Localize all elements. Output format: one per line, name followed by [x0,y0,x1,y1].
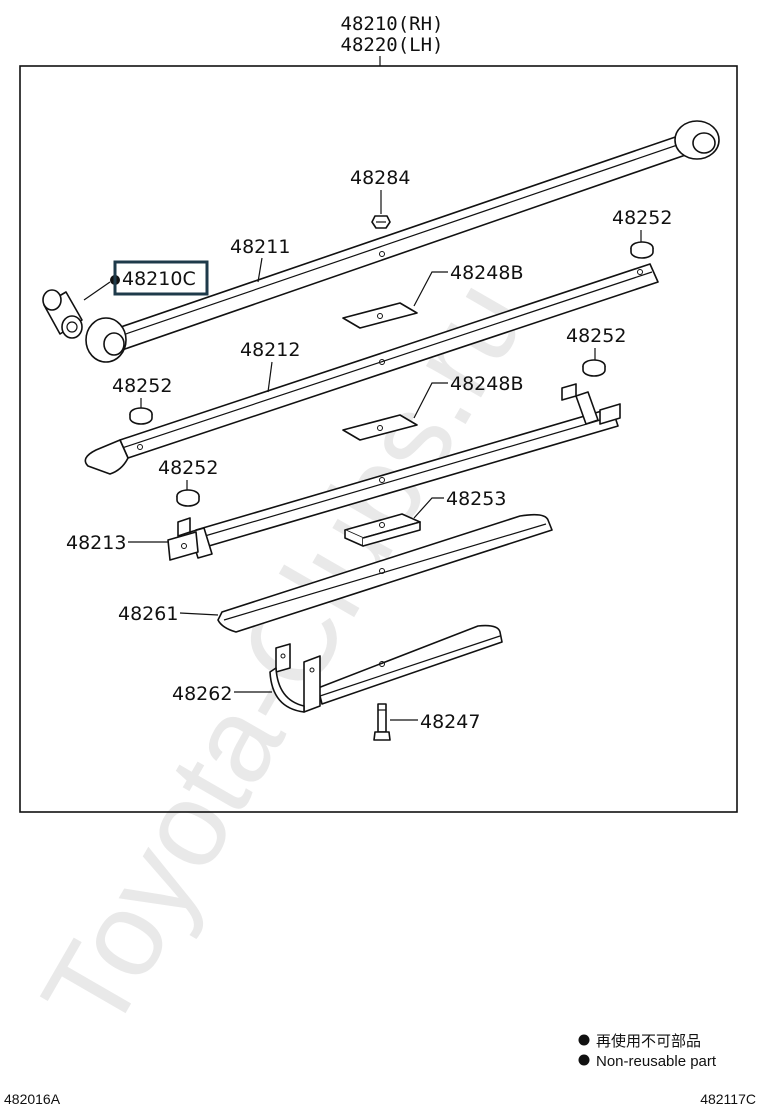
assembly-part-lh[interactable]: 48220(LH) [341,34,444,56]
label-leaf5[interactable]: 48262 [172,683,232,705]
label-bushing[interactable]: 48210C [122,268,196,290]
diagram-frame [19,65,738,813]
leaf-spacer[interactable] [344,513,421,547]
legend-dot-en [578,1054,590,1066]
leaf2-leader [267,361,273,393]
leaf1-leader [257,257,263,283]
leaf-cap-d[interactable] [176,489,200,507]
label-leaf3[interactable]: 48213 [66,532,126,554]
legend-dot-jp [578,1034,590,1046]
leaf4-leader [179,612,219,616]
label-cap-c[interactable]: 48252 [112,375,172,397]
leaf-pad-lower[interactable] [342,414,418,441]
leaf-spring-fifth[interactable] [269,624,503,713]
label-leaf4[interactable]: 48261 [118,603,178,625]
spacer-leader [413,497,444,519]
label-nut[interactable]: 48284 [350,167,410,189]
label-spacer[interactable]: 48253 [446,488,506,510]
leaf-spring-third[interactable] [167,383,621,561]
leaf-cap-c[interactable] [129,407,153,425]
legend-en: Non-reusable part [596,1053,717,1070]
center-bolt[interactable] [373,703,391,741]
label-pad2[interactable]: 48248B [450,373,523,395]
leaf-pad-upper[interactable] [342,302,418,329]
leaf-spring-second[interactable] [84,263,659,475]
leaf-cap-a[interactable] [630,241,654,259]
label-cap-d[interactable]: 48252 [158,457,218,479]
label-leaf2[interactable]: 48212 [240,339,300,361]
label-cap-a[interactable]: 48252 [612,207,672,229]
label-pad1[interactable]: 48248B [450,262,523,284]
label-cap-b[interactable]: 48252 [566,325,626,347]
center-nut[interactable] [371,215,391,229]
bushing[interactable] [42,289,83,339]
leaf-spring-fourth[interactable] [217,513,553,633]
footer-code-right: 482117C [700,1091,756,1107]
label-leaf1[interactable]: 48211 [230,236,290,258]
pad2-leader [413,382,448,419]
bushing-leader [83,281,111,301]
footer-code-left: 482016A [4,1091,61,1107]
assembly-part-rh[interactable]: 48210(RH) [341,13,444,35]
label-bolt[interactable]: 48247 [420,711,480,733]
highlight-box [113,260,209,296]
legend-jp: 再使用不可部品 [596,1033,701,1050]
leaf-spring-main[interactable] [85,120,720,363]
pad1-leader [413,271,448,307]
leaf-cap-b[interactable] [582,359,606,377]
